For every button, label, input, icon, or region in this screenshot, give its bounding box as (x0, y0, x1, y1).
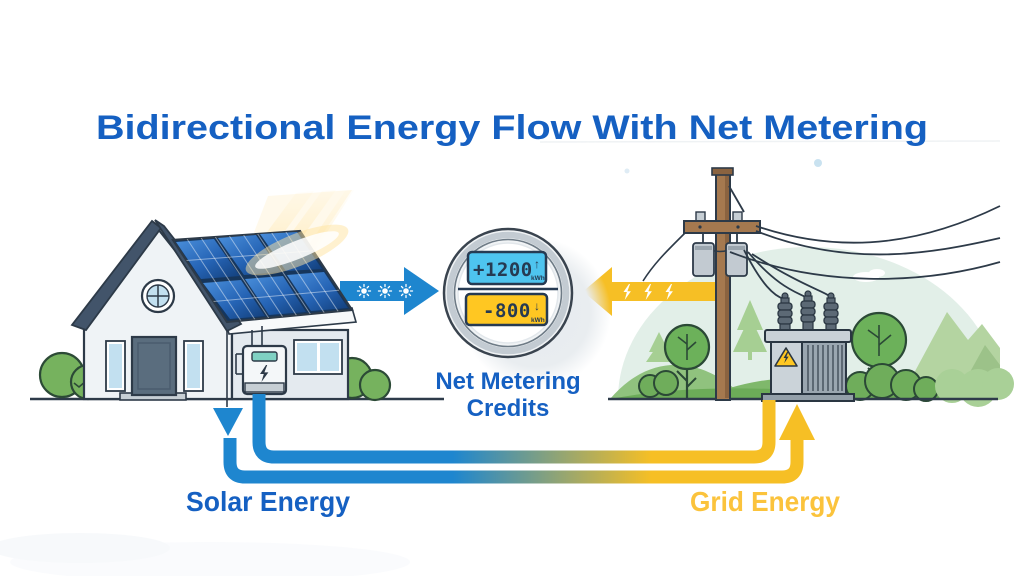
meter-caption-line2: Credits (467, 395, 550, 422)
energy-flow-pipes (213, 330, 815, 484)
inverter-screen (251, 351, 278, 362)
solar-down-arrowhead (213, 408, 243, 436)
pole-transformer-cans (692, 242, 748, 277)
wing-window (293, 339, 343, 375)
solar-house (38, 219, 392, 402)
lightning-icon (260, 365, 269, 382)
solar-energy-label: Solar Energy (186, 486, 350, 517)
round-window (140, 278, 176, 314)
transformer (761, 290, 855, 402)
grid-up-arrowhead (779, 404, 815, 440)
meter-display-export (466, 250, 548, 286)
meter-caption-line1: Net Metering (435, 368, 580, 395)
background-decor (0, 140, 1001, 576)
import-unit: kWh (531, 317, 545, 324)
gable-window (105, 340, 126, 392)
power-wire (642, 229, 689, 282)
outer-flow-pipe (223, 438, 804, 484)
cloud (869, 269, 885, 277)
sky-dot (624, 168, 630, 174)
transformer-lid (764, 329, 852, 343)
sun-icon (356, 283, 414, 299)
inner-flow-pipe (252, 394, 776, 464)
transformer-bushings (777, 290, 839, 333)
high-voltage-warning-icon (774, 347, 798, 367)
smart-meter: +1200 ↑ kWh -800 ↓ kWh (442, 227, 611, 388)
front-door (130, 335, 178, 397)
pole-brace (728, 185, 745, 213)
round-tree-left (663, 323, 711, 398)
lightning-icon (623, 284, 673, 300)
up-arrow-icon: ↑ (534, 257, 540, 271)
sky-dot (814, 159, 822, 167)
transformer-fins (801, 341, 847, 395)
solar-energy-arrow (340, 267, 439, 315)
down-arrow-icon: ↓ (534, 299, 540, 313)
page-title: Bidirectional Energy Flow With Net Meter… (96, 109, 928, 147)
gable-window (183, 340, 204, 392)
crossarm (683, 220, 761, 234)
grid-energy-label: Grid Energy (690, 486, 840, 517)
meter-display-import (464, 292, 549, 327)
bushes-right (638, 363, 1014, 407)
export-unit: kWh (531, 275, 545, 282)
arrow-right-head (404, 267, 439, 315)
import-value: -800 (483, 300, 531, 322)
transformer-base (761, 393, 855, 402)
panel-grid-lines (186, 231, 340, 321)
export-value: +1200 (473, 259, 533, 281)
